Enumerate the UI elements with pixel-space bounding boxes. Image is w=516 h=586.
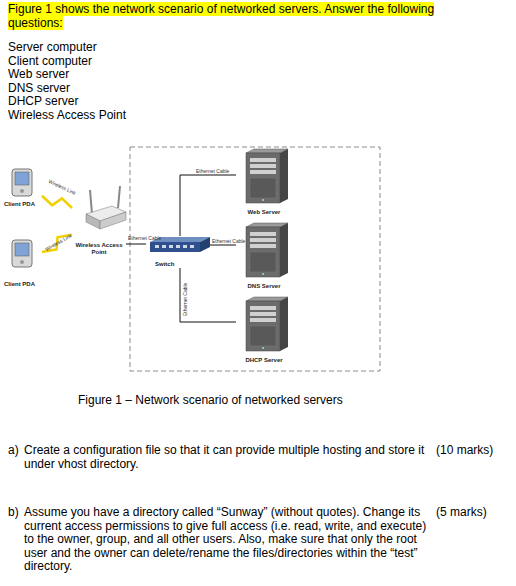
cable-label: Ethernet Cable — [182, 283, 188, 316]
ethernet-cable — [180, 268, 236, 322]
server-icon — [246, 149, 288, 203]
access-point-icon — [86, 186, 126, 229]
device-label: Switch — [155, 261, 210, 268]
server-icon — [246, 223, 288, 277]
figure-caption: Figure 1 – Network scenario of networked… — [78, 394, 478, 408]
list-item: Server computer — [8, 41, 308, 55]
device-label: Wireless Access Point — [72, 242, 126, 256]
pda-screen — [15, 243, 29, 256]
pda-screen — [15, 172, 29, 185]
question-number: b) — [8, 506, 24, 520]
client-pda: Client PDA — [4, 168, 42, 208]
switch-port — [162, 245, 166, 248]
wireless-access-point: Wireless Access Point — [72, 182, 126, 256]
pda-button — [20, 189, 24, 193]
list-item: Client computer — [8, 55, 308, 69]
switch-port — [183, 245, 187, 248]
server-icon — [246, 297, 288, 351]
question-text: Create a configuration file so that it c… — [24, 444, 432, 471]
device-label: DHCP Server — [236, 357, 292, 364]
switch-side — [200, 237, 210, 252]
device-label: Client PDA — [4, 281, 42, 288]
marks: (10 marks) — [436, 444, 514, 458]
ethernet-cable — [126, 244, 146, 245]
cable-label: Ethernet Cable — [196, 168, 229, 174]
pda-body — [12, 169, 32, 196]
switch-port — [155, 245, 159, 248]
pda-body — [12, 240, 32, 267]
router-front — [86, 214, 100, 229]
ethernet-cable — [180, 175, 236, 236]
switch-front — [150, 242, 200, 252]
list-item: DNS server — [8, 82, 308, 96]
device-label: Web Server — [236, 209, 292, 216]
router-side — [100, 212, 126, 229]
client-pda: Client PDA — [4, 238, 42, 288]
pda-icon — [12, 240, 32, 267]
antenna — [118, 186, 120, 208]
switch-port — [176, 245, 180, 248]
web-server: Web Server — [236, 148, 292, 216]
wireless-link — [42, 196, 72, 208]
network-boundary — [130, 147, 380, 371]
antenna — [90, 190, 92, 214]
switch-port — [190, 245, 194, 248]
link-label: Wireless Link — [44, 232, 73, 252]
marks: (5 marks) — [436, 506, 514, 520]
switch-port — [169, 245, 173, 248]
question-number: a) — [8, 444, 24, 458]
dhcp-server: DHCP Server — [236, 296, 292, 364]
cable-label: Ethernet Cable — [212, 238, 245, 244]
device-label: Client PDA — [4, 201, 42, 208]
heading-text: Figure 1 shows the network scenario of n… — [8, 2, 434, 30]
pda-button — [20, 260, 24, 264]
cable-label: Ethernet Cable — [128, 235, 161, 241]
device-label: DNS Server — [236, 283, 292, 290]
list-item: Wireless Access Point — [8, 109, 308, 123]
dns-server: DNS Server — [236, 222, 292, 290]
ethernet-cable — [210, 245, 236, 246]
list-item: DHCP server — [8, 95, 308, 109]
link-label: Wireless Link — [47, 178, 76, 196]
list-item: Web server — [8, 68, 308, 82]
question-heading: Figure 1 shows the network scenario of n… — [8, 3, 472, 30]
question-text: Assume you have a directory called “Sunw… — [24, 506, 432, 574]
pda-icon — [12, 169, 32, 196]
